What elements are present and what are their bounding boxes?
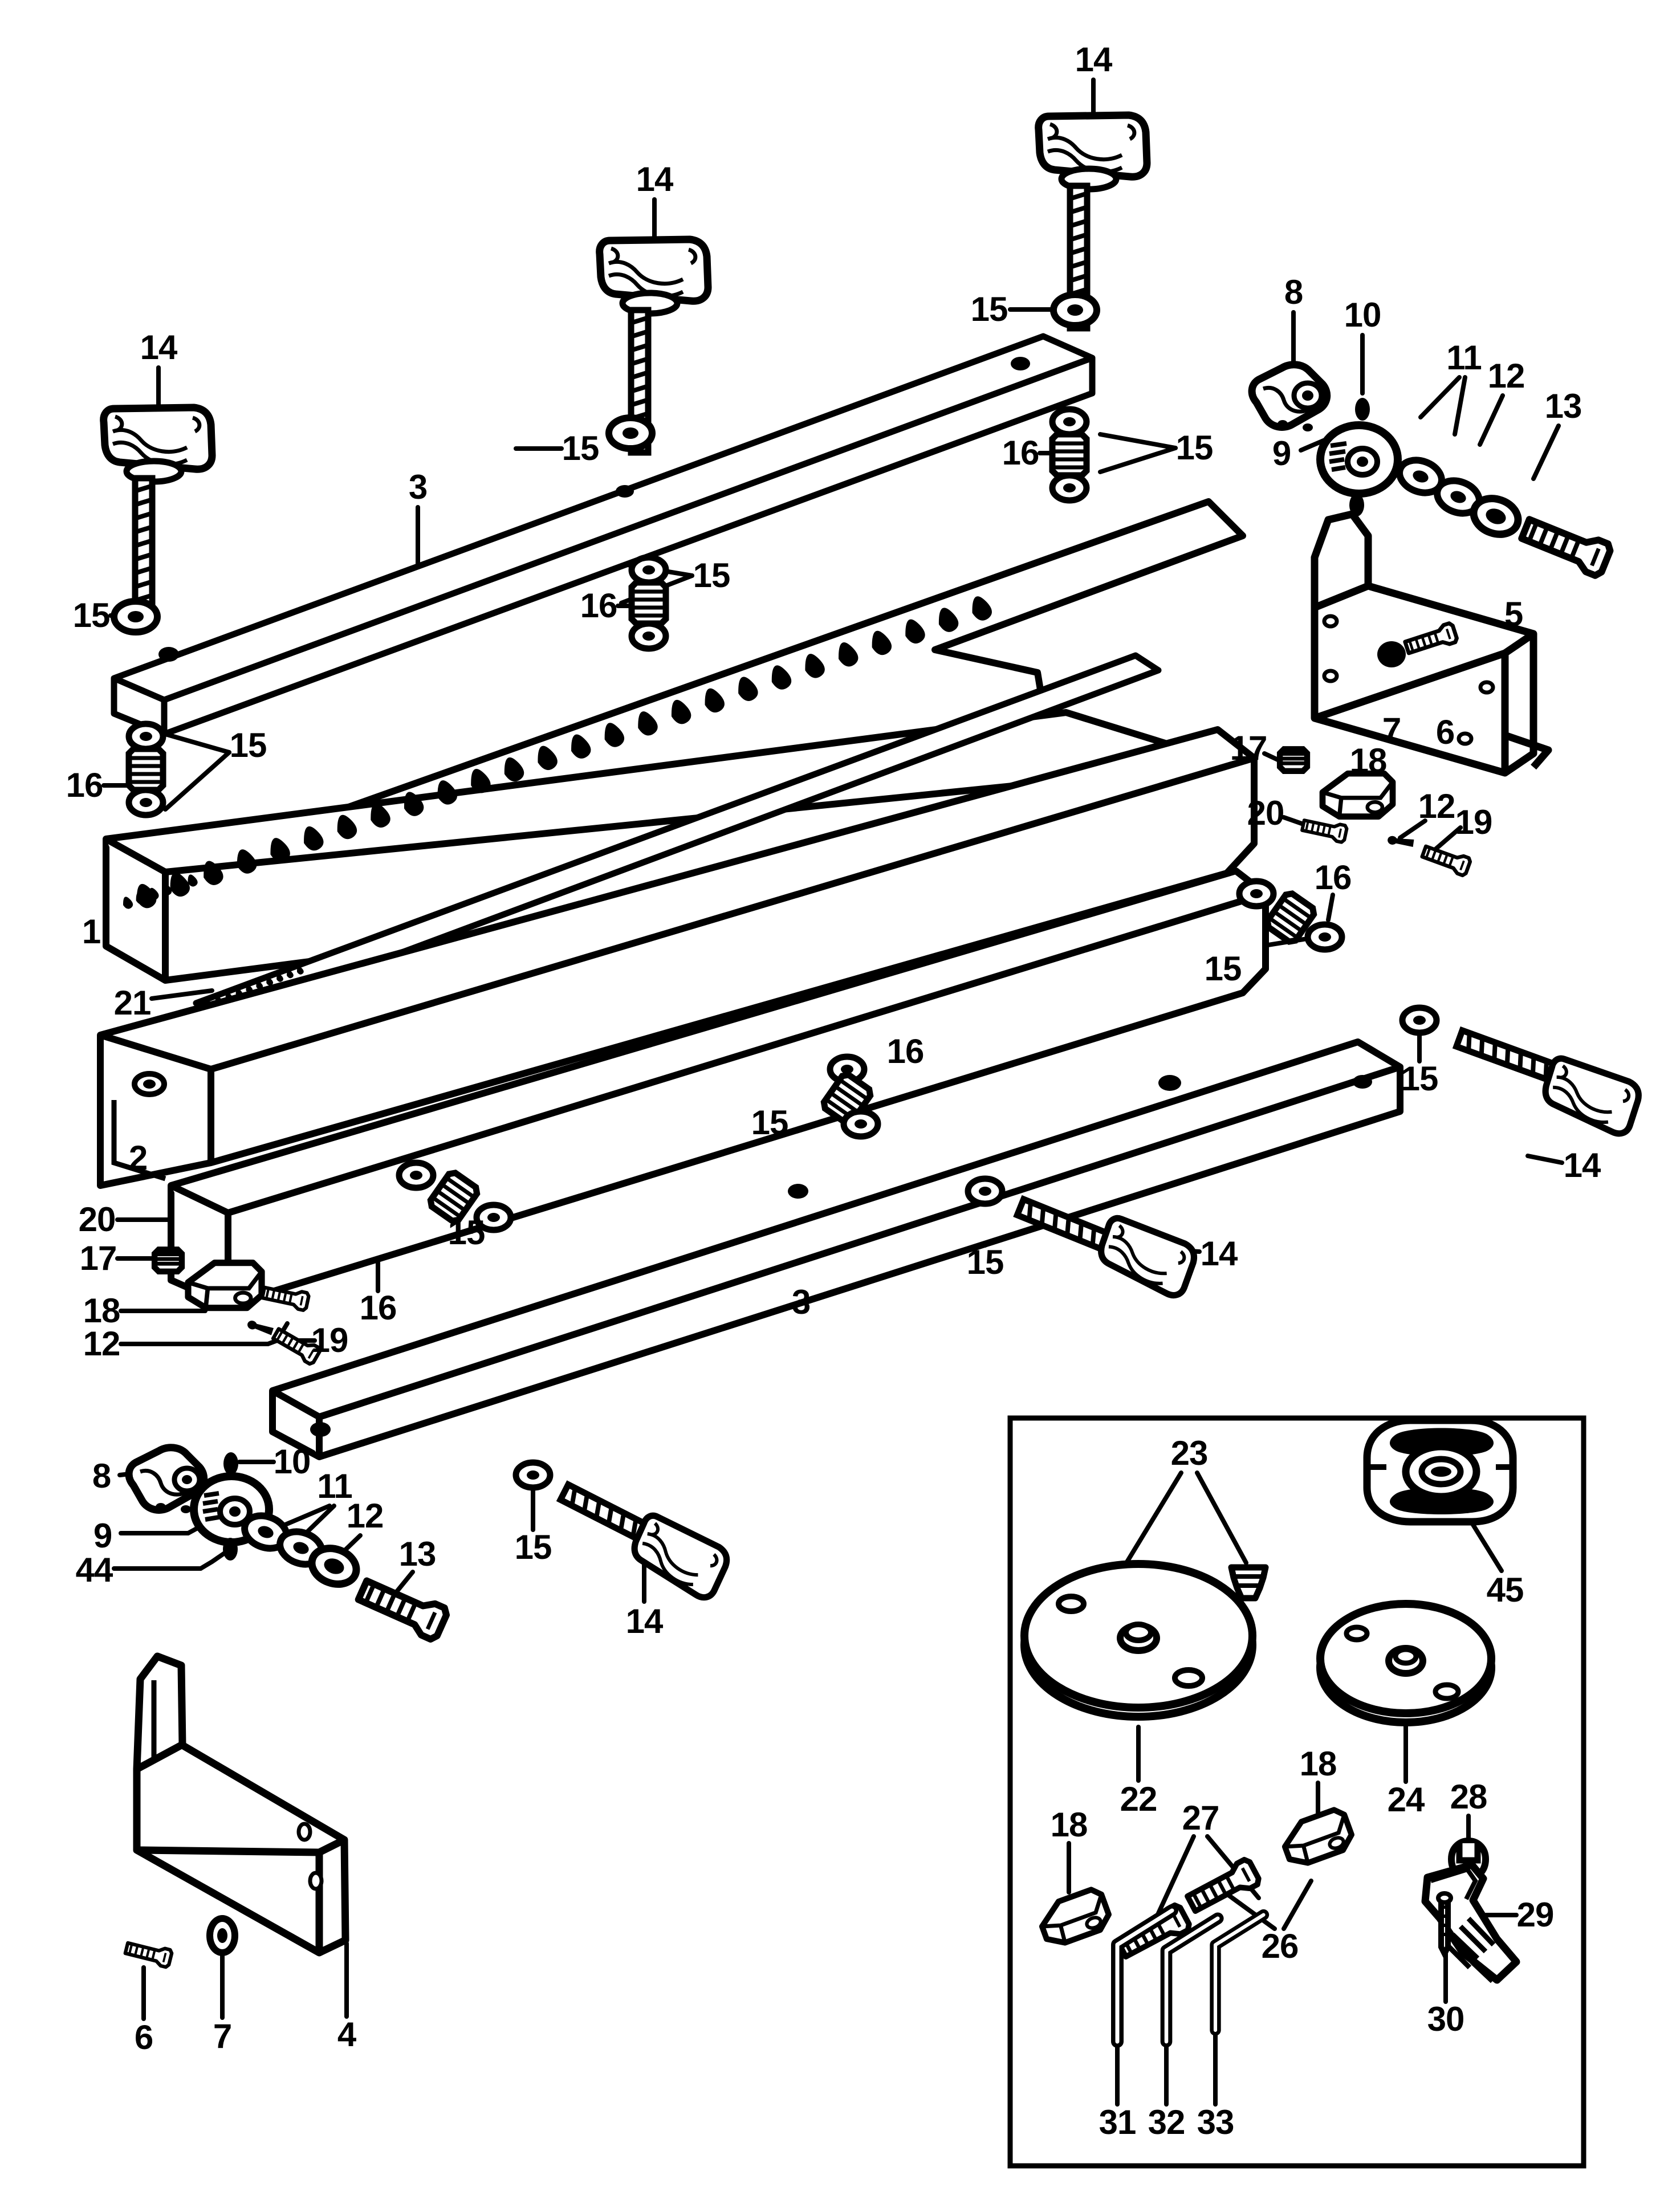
part-callout-16: 16 bbox=[1002, 434, 1040, 472]
part-callout-20: 20 bbox=[1247, 794, 1285, 832]
part-callout-3: 3 bbox=[408, 468, 428, 506]
part-callout-15: 15 bbox=[970, 290, 1008, 328]
part-callout-16: 16 bbox=[359, 1289, 397, 1327]
part-callout-32: 32 bbox=[1148, 2103, 1186, 2141]
part-callout-22: 22 bbox=[1120, 1780, 1158, 1818]
accessory-inset-box bbox=[1007, 1415, 1586, 2169]
part-callout-16: 16 bbox=[886, 1032, 925, 1070]
part-callout-8: 8 bbox=[1284, 273, 1303, 311]
part-callout-14: 14 bbox=[625, 1602, 664, 1640]
part-callout-19: 19 bbox=[311, 1321, 349, 1359]
part-callout-5: 5 bbox=[1504, 595, 1523, 633]
part-callout-18: 18 bbox=[83, 1292, 121, 1330]
part-callout-9: 9 bbox=[93, 1517, 112, 1555]
part-callout-14: 14 bbox=[1200, 1235, 1238, 1273]
part-callout-30: 30 bbox=[1427, 2000, 1465, 2038]
part-callout-10: 10 bbox=[1344, 296, 1382, 334]
part-callout-15: 15 bbox=[693, 556, 731, 594]
part-callout-15: 15 bbox=[447, 1213, 486, 1252]
part-callout-15: 15 bbox=[1204, 950, 1242, 988]
part-callout-27: 27 bbox=[1182, 1799, 1220, 1837]
part-callout-14: 14 bbox=[1075, 40, 1113, 79]
part-callout-8: 8 bbox=[92, 1457, 111, 1495]
part-callout-15: 15 bbox=[562, 429, 600, 467]
part-callout-45: 45 bbox=[1486, 1571, 1524, 1609]
part-callout-28: 28 bbox=[1450, 1778, 1488, 1816]
part-callout-16: 16 bbox=[66, 766, 104, 804]
part-callout-15: 15 bbox=[514, 1528, 552, 1566]
part-callout-23: 23 bbox=[1170, 1434, 1209, 1472]
part-callout-44: 44 bbox=[75, 1551, 113, 1589]
part-callout-13: 13 bbox=[398, 1535, 437, 1573]
part-callout-12: 12 bbox=[1418, 787, 1456, 825]
part-callout-15: 15 bbox=[229, 726, 267, 764]
part-callout-12: 12 bbox=[1487, 357, 1525, 395]
part-callout-11: 11 bbox=[317, 1467, 352, 1505]
part-callout-18: 18 bbox=[1050, 1806, 1088, 1844]
part-callout-26: 26 bbox=[1261, 1927, 1299, 1965]
part-callout-14: 14 bbox=[140, 328, 178, 366]
part-callout-3: 3 bbox=[791, 1283, 811, 1321]
part-callout-15: 15 bbox=[751, 1103, 789, 1142]
part-callout-17: 17 bbox=[1230, 729, 1268, 767]
part-callout-18: 18 bbox=[1349, 742, 1388, 780]
part-callout-16: 16 bbox=[1314, 858, 1352, 897]
part-callout-24: 24 bbox=[1387, 1781, 1425, 1819]
part-callout-15: 15 bbox=[966, 1243, 1004, 1281]
part-callout-15: 15 bbox=[1175, 429, 1214, 467]
part-callout-12: 12 bbox=[83, 1325, 121, 1363]
part-callout-12: 12 bbox=[346, 1497, 384, 1535]
part-callout-13: 13 bbox=[1544, 387, 1582, 425]
part-callout-11: 11 bbox=[1446, 339, 1482, 377]
part-callout-16: 16 bbox=[580, 586, 618, 625]
part-callout-14: 14 bbox=[636, 160, 674, 198]
part-callout-7: 7 bbox=[213, 2017, 232, 2055]
part-callout-18: 18 bbox=[1299, 1745, 1337, 1783]
part-callout-15: 15 bbox=[1401, 1060, 1439, 1098]
part-callout-15: 15 bbox=[72, 596, 111, 634]
part-callout-29: 29 bbox=[1516, 1896, 1555, 1934]
part-callout-17: 17 bbox=[79, 1239, 117, 1277]
part-callout-14: 14 bbox=[1563, 1146, 1601, 1184]
part-callout-1: 1 bbox=[82, 912, 101, 951]
part-callout-33: 33 bbox=[1197, 2103, 1235, 2141]
part-callout-31: 31 bbox=[1099, 2103, 1137, 2141]
part-callout-21: 21 bbox=[113, 984, 152, 1022]
part-callout-4: 4 bbox=[337, 2015, 356, 2054]
part-callout-6: 6 bbox=[1435, 713, 1455, 751]
part-callout-9: 9 bbox=[1272, 434, 1291, 472]
part-callout-6: 6 bbox=[134, 2018, 153, 2056]
part-callout-2: 2 bbox=[128, 1139, 148, 1177]
part-callout-20: 20 bbox=[78, 1200, 116, 1239]
part-callout-10: 10 bbox=[273, 1443, 311, 1481]
part-callout-19: 19 bbox=[1455, 803, 1493, 841]
part-callout-7: 7 bbox=[1382, 711, 1401, 749]
